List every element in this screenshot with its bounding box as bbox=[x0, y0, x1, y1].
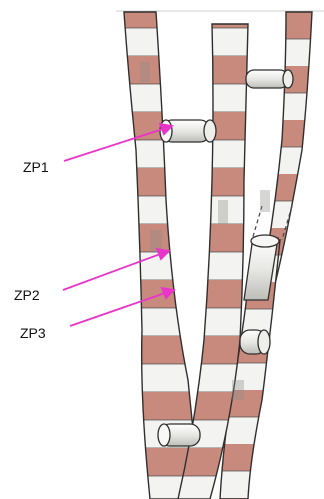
label-zp2: ZP2 bbox=[14, 288, 40, 302]
bridge-lower-right bbox=[240, 330, 270, 354]
label-zp1: ZP1 bbox=[23, 160, 49, 174]
fiber-cut-face bbox=[251, 235, 279, 247]
bridge-upper bbox=[246, 70, 293, 88]
bridge-zp1 bbox=[160, 120, 216, 142]
bridge-bottom bbox=[158, 424, 200, 446]
label-zp3: ZP3 bbox=[20, 326, 46, 340]
